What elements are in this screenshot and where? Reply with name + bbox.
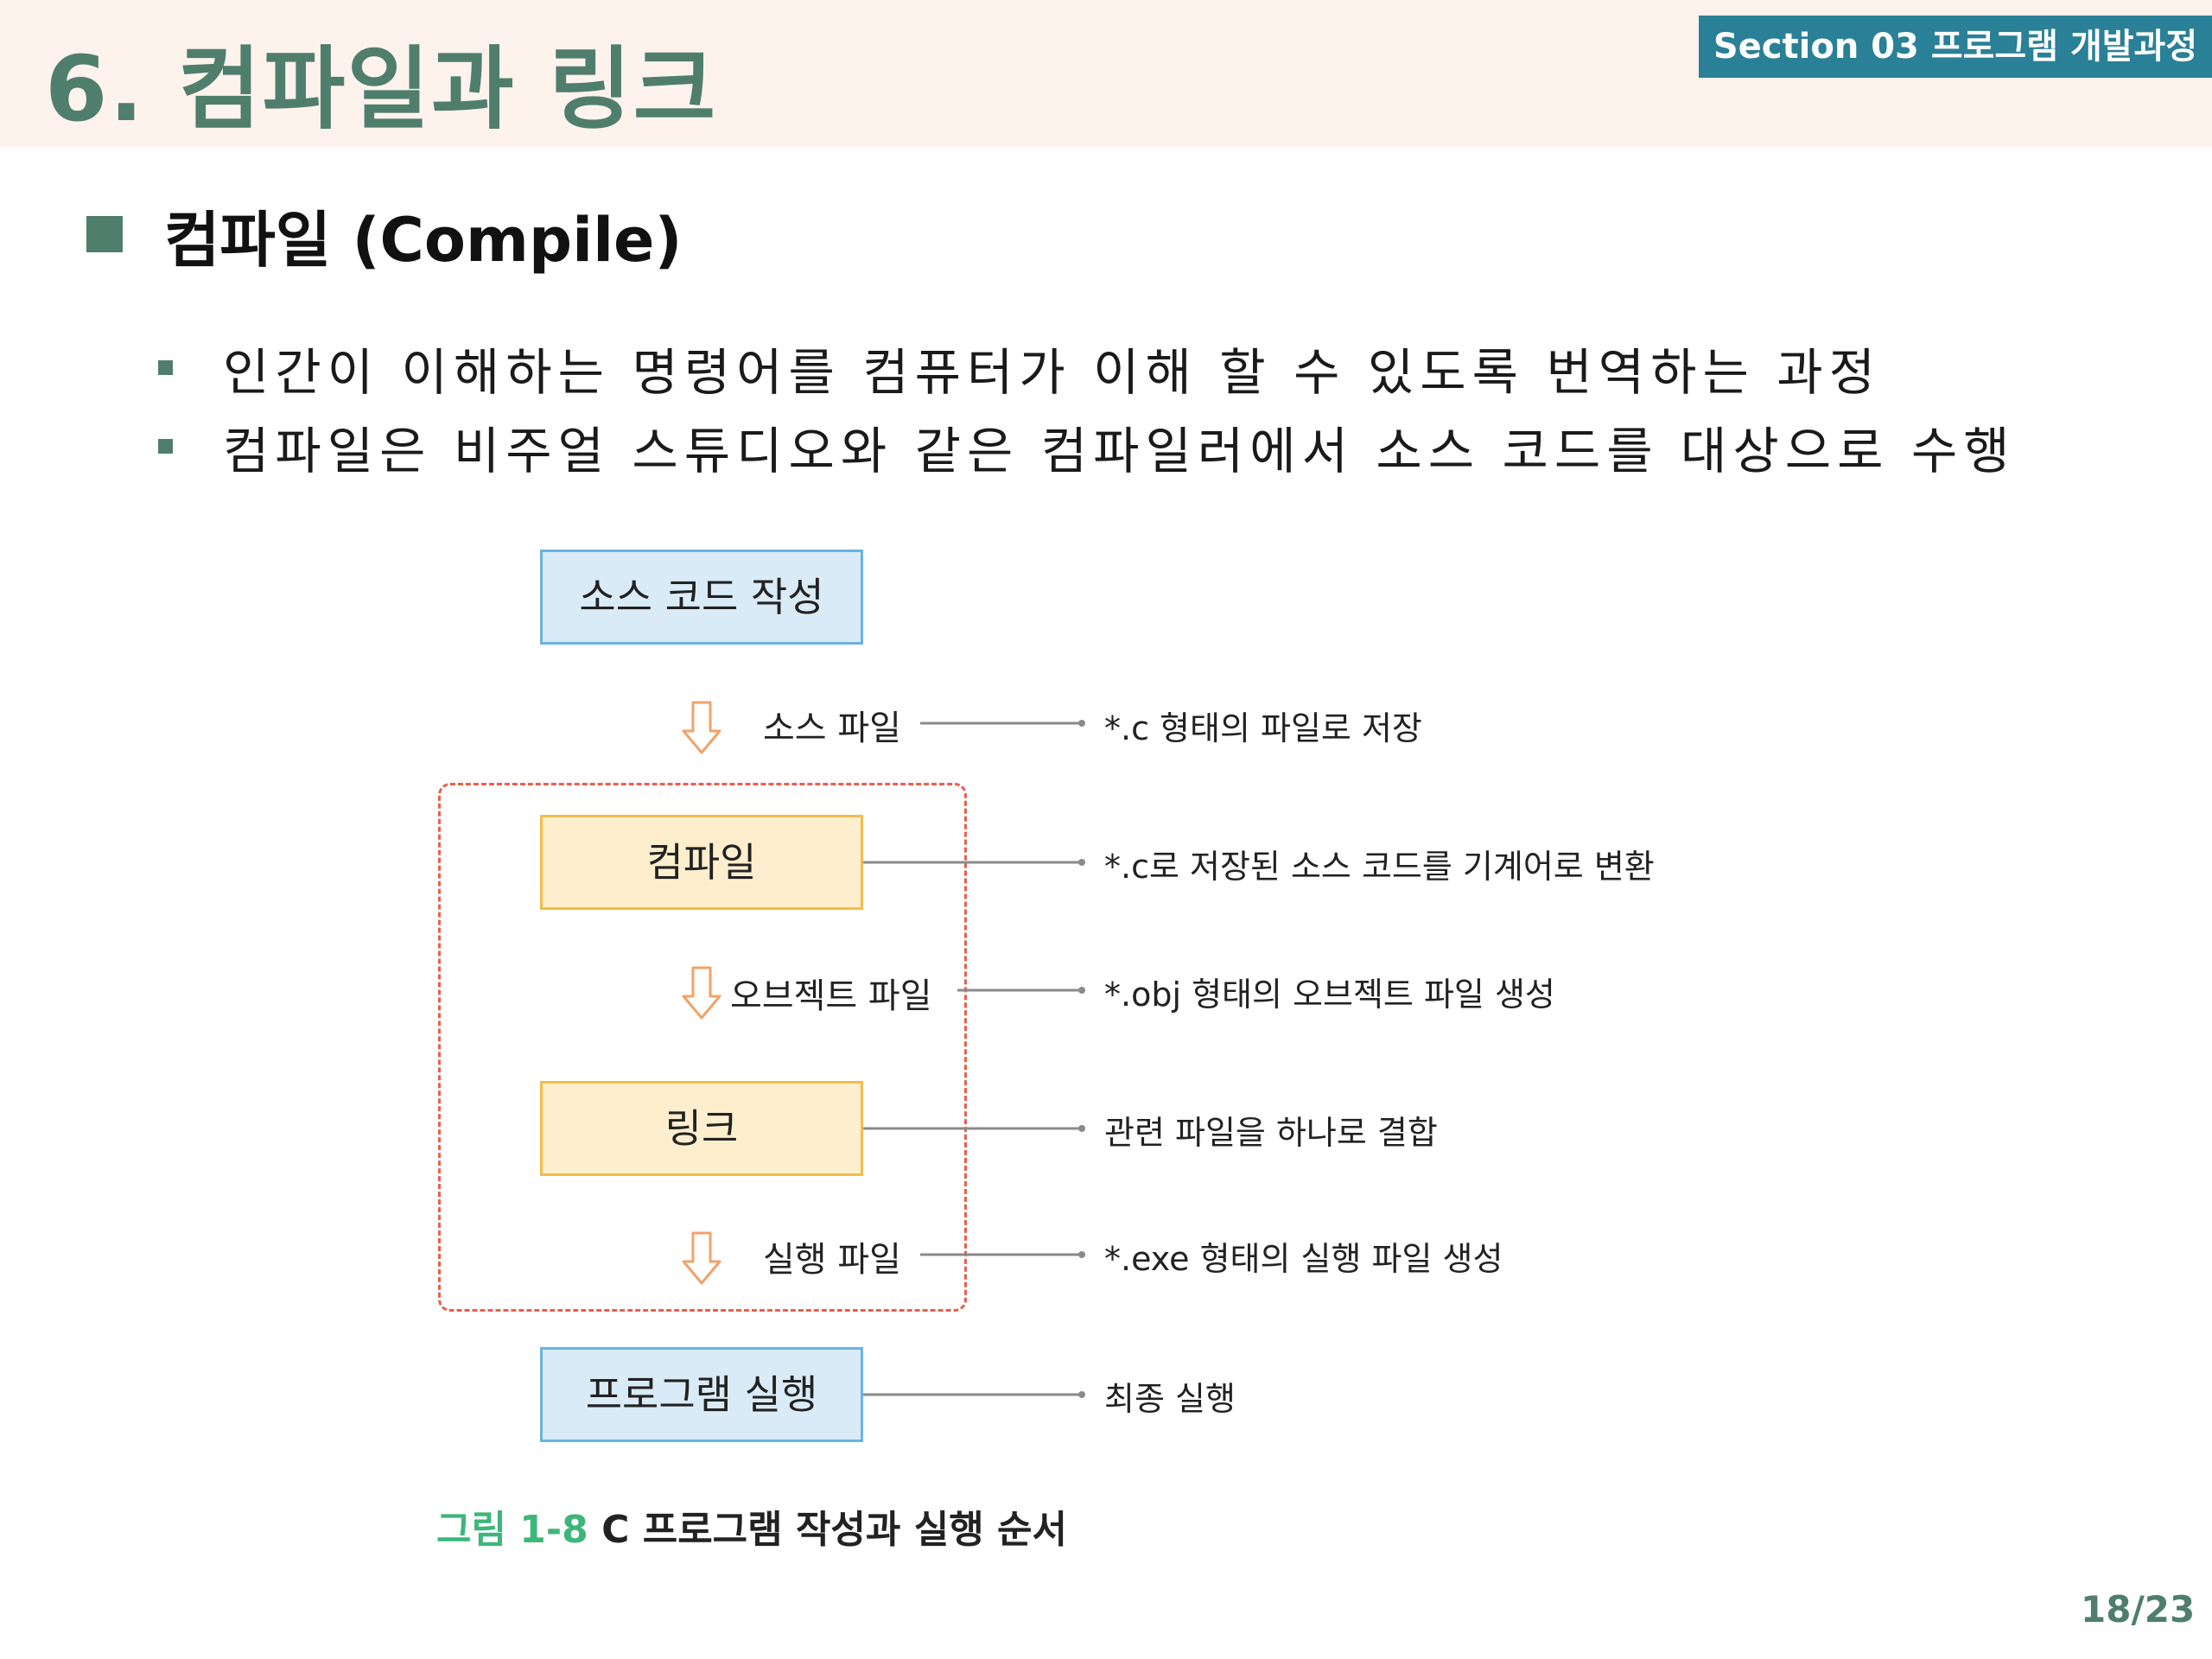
figure-caption-text: C 프로그램 작성과 실행 순서 [601, 1508, 1067, 1552]
section-tag: Section 03 프로그램 개발과정 [1699, 16, 2212, 78]
box-compile: 컴파일 [540, 815, 863, 910]
compile-link-group-frame [438, 783, 967, 1312]
slide-title: 6. 컴파일과 링크 [45, 36, 718, 142]
box-program-run: 프로그램 실행 [540, 1347, 863, 1442]
heading-square-icon [86, 216, 123, 252]
flow-label-source-file: 소스 파일 [763, 709, 901, 748]
bullet-square-icon [158, 360, 173, 375]
flow-label-exe-file: 실행 파일 [763, 1240, 901, 1280]
desc-exe-file: *.exe 형태의 실행 파일 생성 [1104, 1240, 1503, 1278]
box-link: 링크 [540, 1081, 863, 1176]
down-arrow-icon [682, 966, 721, 1020]
bullet-square-icon [158, 439, 173, 454]
desc-object-file: *.obj 형태의 오브젝트 파일 생성 [1104, 976, 1555, 1014]
figure-number: 그림 1-8 [436, 1508, 588, 1552]
desc-compile: *.c로 저장된 소스 코드를 기계어로 변환 [1104, 848, 1655, 886]
section-heading: 컴파일 (Compile) [164, 205, 683, 276]
down-arrow-icon [682, 1231, 721, 1285]
desc-source-save: *.c 형태의 파일로 저장 [1104, 709, 1422, 747]
desc-final-run: 최종 실행 [1104, 1380, 1236, 1418]
down-arrow-icon [682, 701, 721, 754]
box-source-code: 소스 코드 작성 [540, 550, 863, 645]
bullet-text: 인간이 이해하는 명령어를 컴퓨터가 이해 할 수 있도록 번역하는 과정 [223, 343, 1882, 402]
desc-link: 관련 파일을 하나로 결합 [1104, 1114, 1438, 1152]
bullet-text: 컴파일은 비주얼 스튜디오와 같은 컴파일러에서 소스 코드를 대상으로 수행 [223, 422, 2016, 480]
flow-label-object-file: 오브젝트 파일 [730, 976, 932, 1016]
page-number: 18/23 [2081, 1588, 2196, 1630]
figure-caption: 그림 1-8 C 프로그램 작성과 실행 순서 [436, 1498, 1067, 1554]
